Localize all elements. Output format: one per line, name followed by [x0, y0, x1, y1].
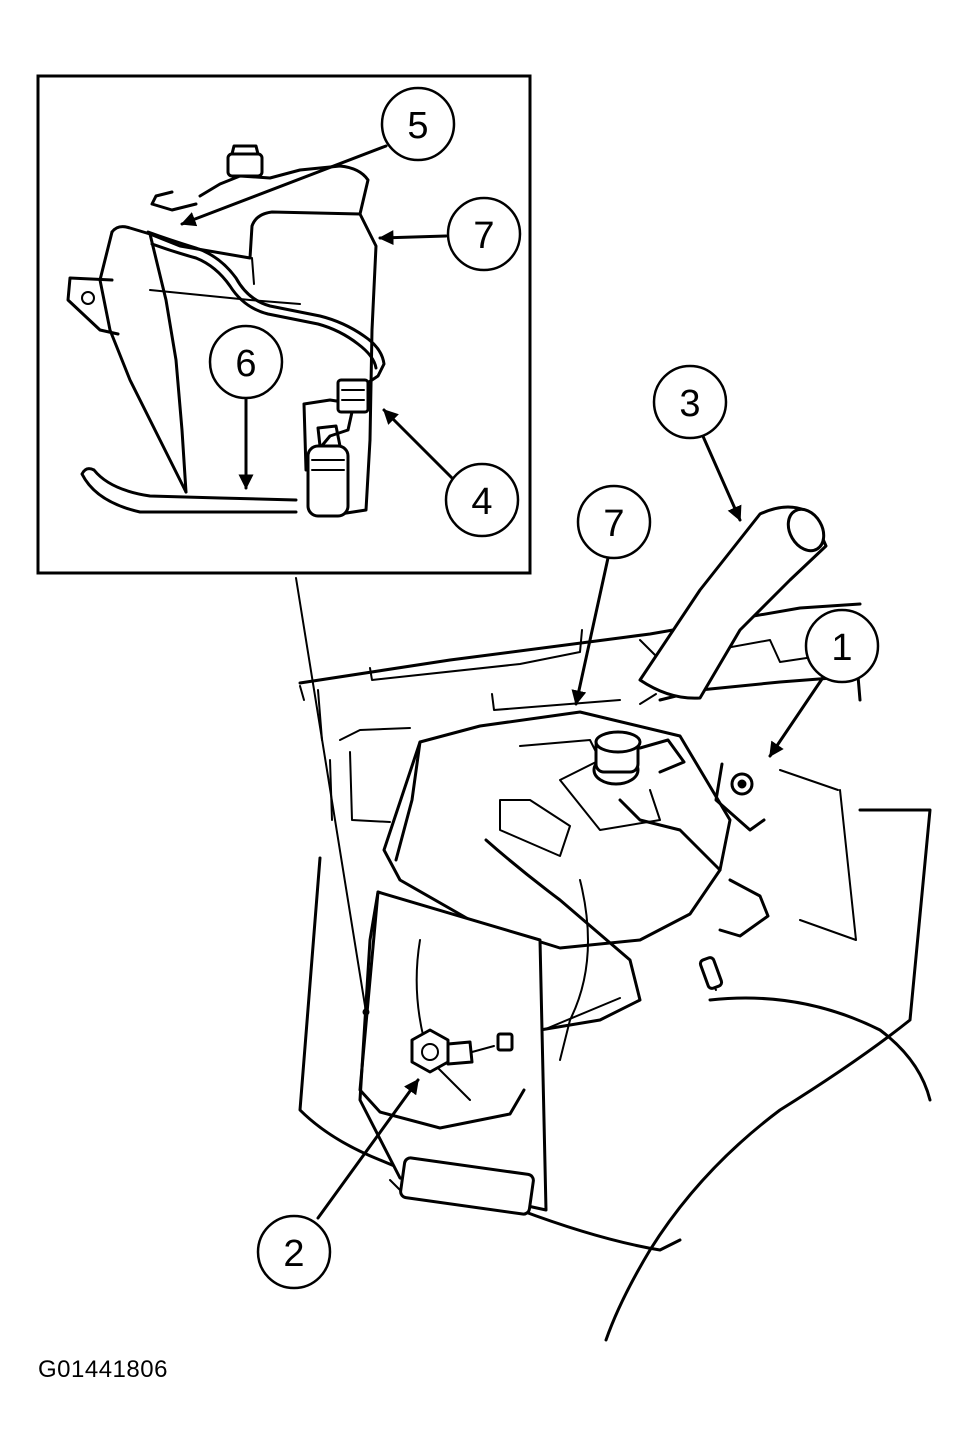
callout-3: 3 — [652, 364, 742, 522]
leader-lines — [295, 577, 621, 1029]
filler-tube — [638, 505, 828, 705]
main-view — [295, 505, 932, 1342]
inset-washer-hose — [80, 467, 298, 514]
main-reservoir-lower-section — [358, 890, 548, 1216]
callout-7-inset: 7 — [378, 196, 522, 272]
callout-6: 6 — [208, 324, 284, 490]
inset-detail — [36, 74, 532, 575]
svg-text:1: 1 — [831, 627, 852, 669]
svg-text:7: 7 — [603, 503, 624, 545]
figure-id-label: G01441806 — [38, 1356, 168, 1383]
mounting-bolt — [410, 1028, 514, 1074]
inset-reservoir-body — [66, 144, 378, 516]
mounting-bracket-right — [698, 878, 770, 991]
callout-2: 2 — [256, 1078, 420, 1290]
svg-text:3: 3 — [679, 383, 700, 425]
inset-washer-pump — [306, 424, 350, 518]
callout-5: 5 — [180, 86, 456, 227]
svg-text:4: 4 — [471, 481, 492, 523]
svg-text:7: 7 — [473, 215, 494, 257]
inset-wiring-harness — [146, 230, 386, 450]
main-reservoir-tank — [382, 710, 732, 1061]
fill-cap — [592, 730, 686, 786]
mounting-nut-upper — [714, 762, 766, 832]
callout-1: 1 — [768, 608, 880, 758]
svg-text:5: 5 — [407, 105, 428, 147]
callout-7-main: 7 — [571, 484, 652, 706]
callout-4: 4 — [382, 408, 520, 538]
svg-text:6: 6 — [235, 343, 256, 385]
svg-text:2: 2 — [283, 1233, 304, 1275]
